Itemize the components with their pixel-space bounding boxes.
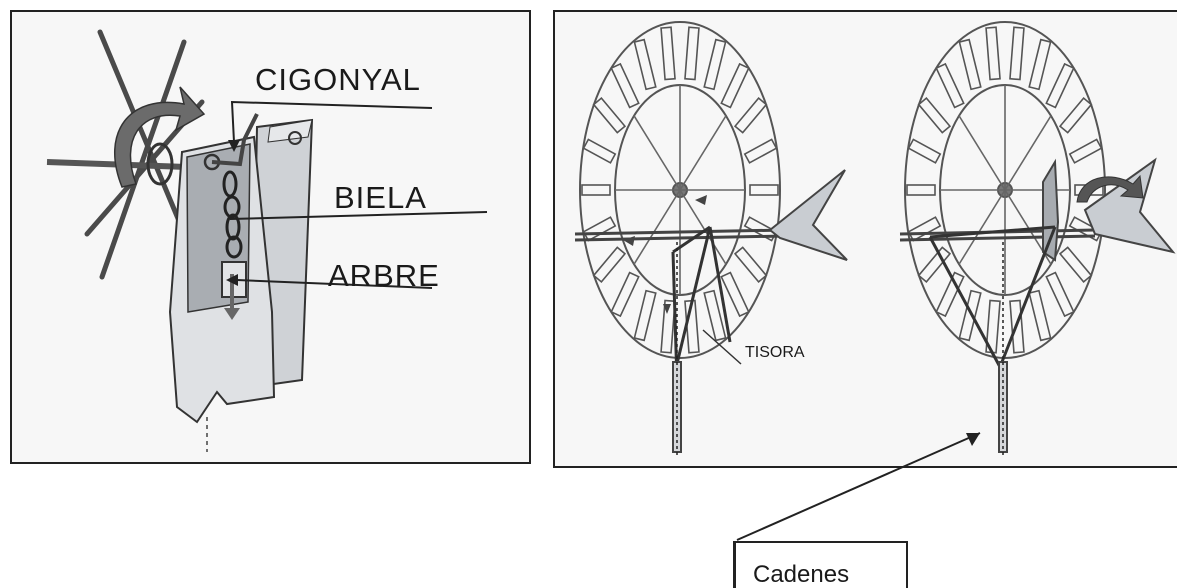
wheel-blade bbox=[1058, 96, 1093, 134]
wheel-blade bbox=[633, 38, 657, 91]
wheel-blade bbox=[1045, 271, 1075, 318]
label-chains: Cadenes bbox=[753, 561, 850, 588]
tail-vane-left bbox=[768, 169, 848, 261]
down-arrow bbox=[224, 308, 240, 320]
wheel-blade bbox=[581, 184, 611, 196]
crankshaft bbox=[211, 113, 259, 167]
wheel-blade bbox=[1009, 26, 1025, 81]
crank-mechanism-panel: CIGONYAL BIELA ARBRE bbox=[10, 10, 531, 464]
wheel-blade bbox=[703, 289, 727, 342]
wheel-blade bbox=[684, 26, 700, 81]
spoke bbox=[633, 115, 681, 191]
wheel-blade bbox=[720, 271, 750, 318]
wheel-blade bbox=[935, 62, 965, 109]
wheel-blade bbox=[592, 96, 627, 134]
label-shaft: ARBRE bbox=[328, 258, 440, 293]
windmill-wheels-drawing bbox=[574, 21, 1176, 457]
rotation-arrow bbox=[113, 86, 206, 188]
wheel-blade bbox=[749, 184, 779, 196]
wheel-blade bbox=[935, 271, 965, 318]
wheel-blade bbox=[733, 246, 768, 284]
wheel-blade bbox=[1028, 289, 1052, 342]
wheel-blade bbox=[917, 96, 952, 134]
wheel-blade bbox=[633, 289, 657, 342]
tail-vane-right-folded bbox=[1042, 158, 1060, 262]
hub bbox=[146, 142, 174, 186]
wheel-blade bbox=[1028, 38, 1052, 91]
wheel-blade bbox=[1068, 138, 1103, 164]
spoke bbox=[1004, 115, 1052, 191]
wheel-blade bbox=[958, 289, 982, 342]
scissor-mechanism-left bbox=[671, 225, 732, 383]
wheel-blade bbox=[582, 138, 617, 164]
spoke bbox=[958, 189, 1006, 265]
posts bbox=[672, 361, 1008, 453]
wheel-blade bbox=[660, 26, 676, 81]
wheel-blade bbox=[917, 246, 952, 284]
wheel-blade bbox=[720, 62, 750, 109]
spoke bbox=[958, 115, 1006, 191]
wheel-blade bbox=[592, 246, 627, 284]
wheel-blade bbox=[985, 26, 1001, 81]
wheel-blade bbox=[610, 271, 640, 318]
wheel-blade bbox=[660, 299, 676, 354]
label-connecting-rod: BIELA bbox=[334, 180, 427, 215]
leader-lines bbox=[229, 100, 488, 289]
wheel-spokes bbox=[581, 26, 1104, 354]
connecting-rod-chain bbox=[222, 170, 243, 259]
chain-callout-box: Cadenes bbox=[734, 541, 908, 588]
wheel-blade bbox=[703, 38, 727, 91]
rotation-arrow-right bbox=[1076, 174, 1144, 203]
wheel-blade bbox=[1058, 246, 1093, 284]
tail-vane-right bbox=[1083, 157, 1176, 254]
spoke bbox=[679, 189, 727, 265]
windmill-wheels-panel: TISORA bbox=[553, 10, 1177, 468]
wheel-blade bbox=[743, 138, 778, 164]
bolt bbox=[288, 131, 302, 145]
label-scissor: TISORA bbox=[745, 344, 805, 361]
wheel-blade bbox=[1045, 62, 1075, 109]
wheel-blade bbox=[733, 96, 768, 134]
label-crankshaft: CIGONYAL bbox=[255, 62, 421, 97]
spoke bbox=[679, 115, 727, 191]
scissor-mechanism-right bbox=[928, 225, 1057, 368]
wheel-blade bbox=[582, 216, 617, 242]
wheel-blade bbox=[906, 184, 936, 196]
wheel-blade bbox=[907, 138, 942, 164]
scissor-leader-line bbox=[702, 329, 742, 365]
crank-mechanism-drawing bbox=[46, 29, 488, 452]
wheel-blade bbox=[610, 62, 640, 109]
spoke bbox=[633, 189, 681, 265]
wheel-blade bbox=[958, 38, 982, 91]
